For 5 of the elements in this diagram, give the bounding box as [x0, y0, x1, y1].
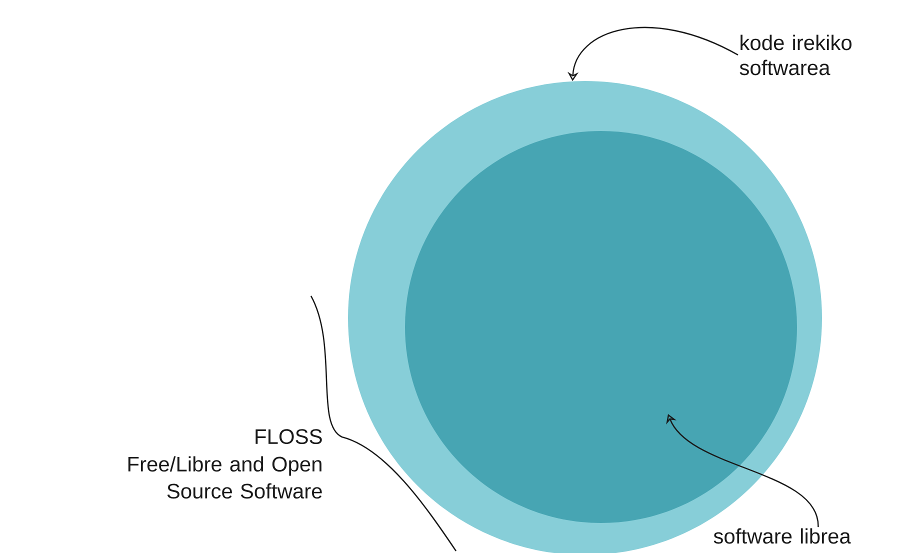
text-label: kode irekiko softwarea [740, 34, 852, 76]
heading: FLOSS [256, 429, 322, 444]
inner-circle [405, 130, 797, 523]
text-label: Free/Libre and Open Source Software [128, 456, 322, 499]
text-label: software librea [714, 528, 851, 544]
